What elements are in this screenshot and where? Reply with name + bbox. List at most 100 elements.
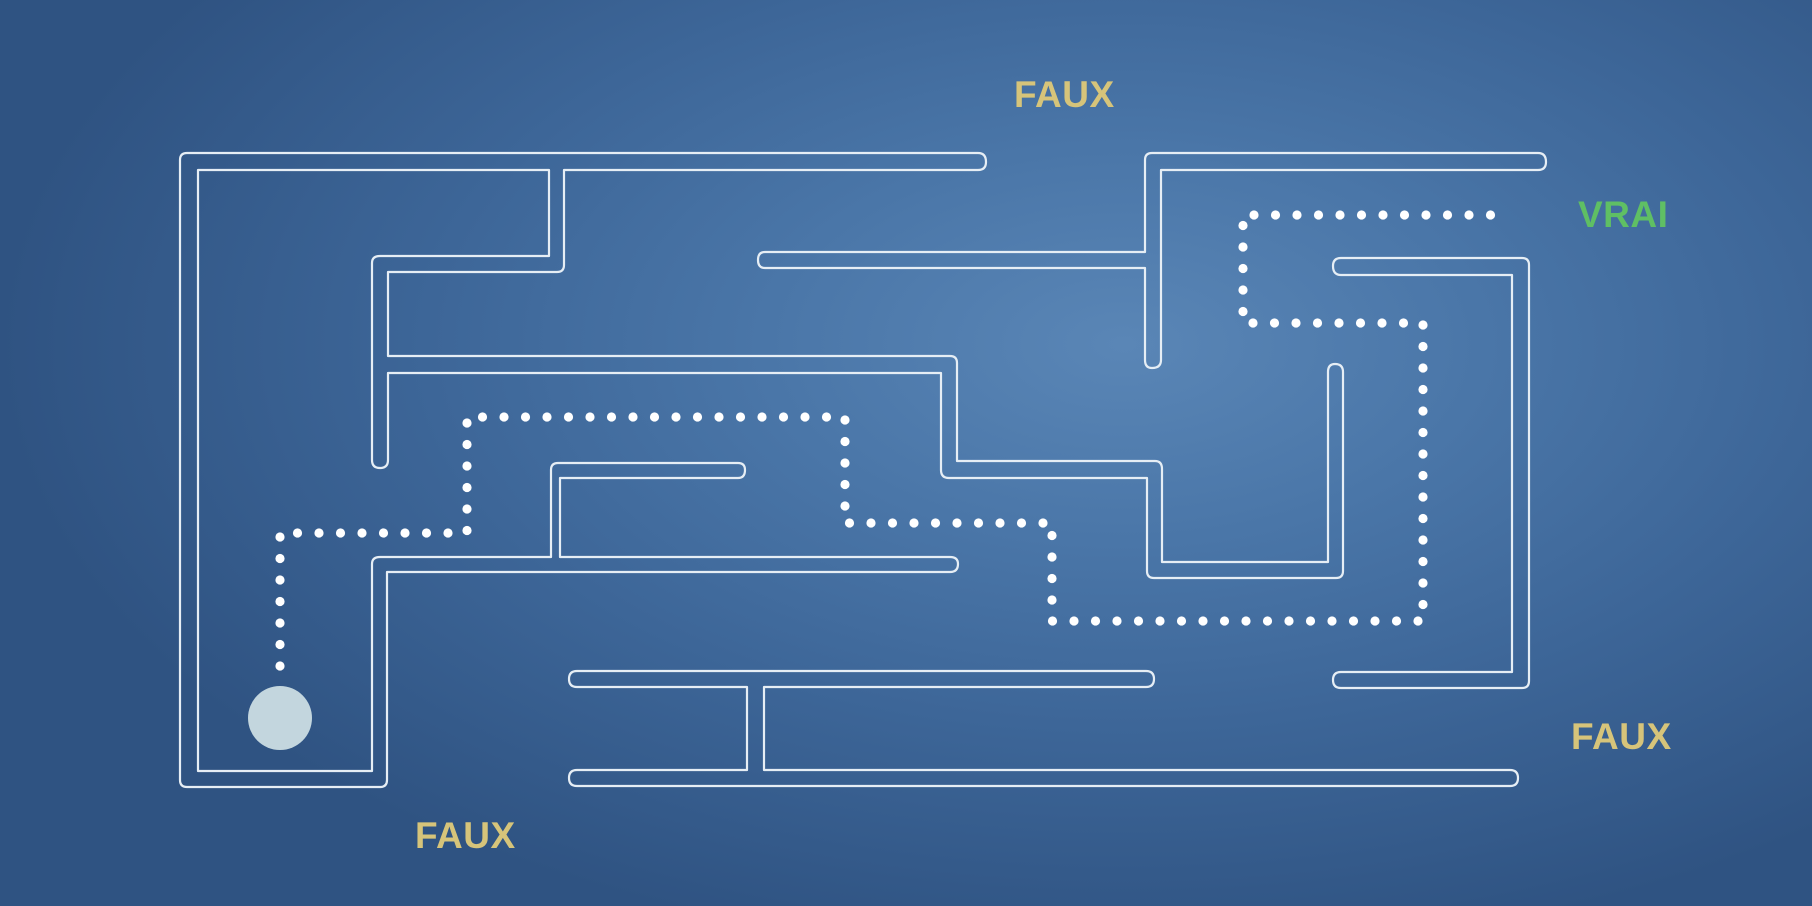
answer-label-bottom-right-faux[interactable]: FAUX [1571,716,1672,757]
path-dot [1198,616,1208,626]
maze-wall [567,669,1520,788]
path-dot [1464,210,1474,220]
path-dot [1112,616,1122,626]
path-dot [840,415,850,425]
path-dot [1418,427,1428,438]
maze-wall [1331,256,1531,690]
path-dot [1313,210,1324,220]
path-dot [462,461,472,471]
path-dot [462,418,472,428]
path-dot [275,532,285,542]
path-dot [909,518,919,528]
path-dot [1133,616,1144,626]
path-dot [1305,616,1316,626]
path-dot [952,518,962,528]
path-dot [1262,616,1273,626]
path-dot [1238,242,1248,252]
path-dot [1047,616,1058,626]
path-dot [1238,220,1248,231]
path-dot [1016,518,1027,528]
path-dot [1418,341,1428,352]
path-dot [520,412,531,422]
path-dot [840,479,850,490]
path-dot [1270,210,1281,220]
path-dot [995,518,1005,528]
path-dot [1485,210,1496,220]
path-dot [1418,406,1428,416]
path-dot [462,439,472,450]
path-dot [1047,573,1057,584]
path-dot [840,436,850,447]
path-dot [1348,616,1359,626]
path-dot [1398,318,1409,328]
path-dot [1421,210,1431,220]
path-dot [866,518,876,528]
path-dot [1355,318,1366,328]
path-dot [1038,518,1048,528]
path-dot [1418,384,1428,395]
path-dot [275,596,285,607]
path-dot [1377,318,1387,328]
path-dot [275,618,285,628]
path-dot [1238,306,1248,317]
path-dot [821,412,832,422]
path-dot [1442,210,1453,220]
path-dot [1418,535,1428,545]
path-dot [1312,318,1323,328]
path-dot [840,501,850,511]
path-dot [1090,616,1101,626]
path-dot [649,412,660,422]
answer-label-bottom-left-faux[interactable]: FAUX [415,815,516,856]
path-dot [585,412,595,422]
player-ball-icon[interactable] [248,686,312,750]
path-dot [1176,616,1187,626]
path-dot [714,412,724,422]
path-dot [1047,530,1057,541]
path-dot [735,412,746,422]
path-dot [1047,552,1057,562]
path-dot [1391,616,1402,626]
path-dot [1238,263,1248,274]
path-dot [1291,318,1301,328]
path-dot [462,504,472,514]
answer-label-top-faux[interactable]: FAUX [1014,74,1115,115]
path-dot [1418,363,1428,373]
path-dot [1370,616,1380,626]
path-dot [1418,578,1428,588]
answer-label-vrai[interactable]: VRAI [1578,194,1669,235]
path-dot [606,412,617,422]
path-dot [1418,556,1428,567]
path-dot [400,528,410,538]
path-dot [563,412,574,422]
path-dot [844,518,855,528]
path-dot [1155,616,1165,626]
path-dot [1238,285,1248,295]
path-dot [840,458,850,468]
maze-wall [756,151,1548,370]
path-dot [1399,210,1410,220]
path-dot [335,528,346,538]
path-dot [1356,210,1367,220]
path-dot [1418,470,1428,481]
path-dot [378,528,389,538]
path-dot [275,661,285,671]
path-dot [628,412,638,422]
path-dot [800,412,810,422]
path-dot [1418,492,1428,502]
maze-wall [178,151,1345,789]
path-dot [1327,616,1337,626]
path-dot [757,412,767,422]
path-dot [930,518,941,528]
path-dot [692,412,703,422]
path-dot [292,528,303,538]
path-dot [1335,210,1345,220]
path-dot [1418,449,1428,459]
path-dot [1219,616,1230,626]
path-dot [499,412,509,422]
path-dot [477,412,488,422]
path-dot [1413,616,1423,626]
path-dot [1269,318,1280,328]
path-dot [462,482,472,493]
path-dot [1418,320,1428,330]
